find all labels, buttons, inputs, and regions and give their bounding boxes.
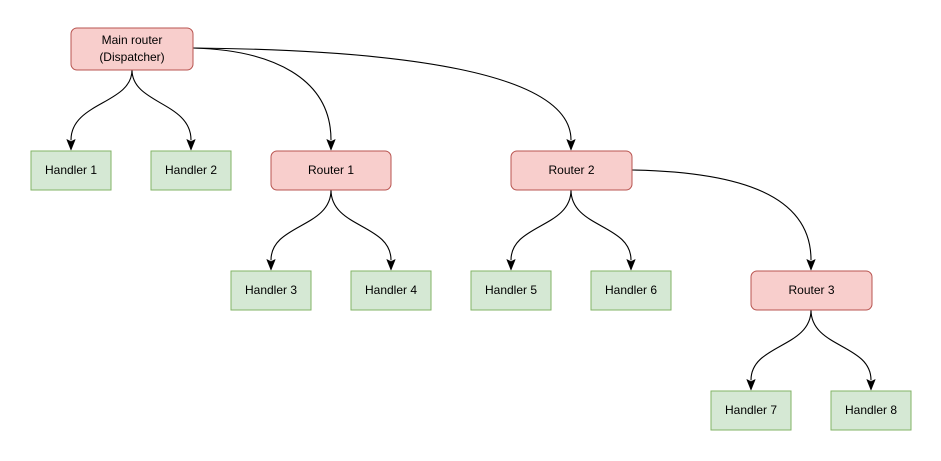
node-handler-5-label: Handler 5 — [485, 283, 537, 297]
node-router-3-label: Router 3 — [788, 283, 834, 297]
edge-main-to-router-2-line — [192, 47, 572, 141]
node-handler-4-label: Handler 4 — [365, 283, 417, 297]
node-handler-2[interactable]: Handler 2 — [150, 150, 232, 191]
node-router-1[interactable]: Router 1 — [270, 150, 392, 191]
edge-main-to-router-1-arrowhead — [326, 139, 336, 151]
edges-layer — [66, 47, 876, 391]
edge-main-to-router-1-line — [192, 47, 332, 141]
edge-router-1-to-handler-3-line — [270, 189, 332, 261]
node-handler-8-label: Handler 8 — [845, 403, 897, 417]
node-main-router-shape[interactable] — [70, 27, 194, 71]
edge-main-to-router-1 — [192, 47, 336, 151]
edge-main-to-router-2-arrowhead — [566, 139, 576, 151]
edge-router-1-to-handler-3 — [266, 189, 332, 271]
edge-router-2-to-handler-6 — [570, 189, 636, 271]
node-handler-3-label: Handler 3 — [245, 283, 297, 297]
node-handler-7-shape[interactable] — [710, 390, 792, 431]
node-main-router-label-line1: Main router — [102, 33, 163, 47]
edge-router-2-to-handler-6-arrowhead — [626, 259, 636, 271]
edge-main-to-router-2 — [192, 47, 576, 151]
node-handler-2-shape[interactable] — [150, 150, 232, 191]
edge-main-to-handler-2-line — [131, 69, 192, 141]
edge-router-3-to-handler-8 — [810, 309, 876, 391]
edge-router-2-to-handler-5-line — [510, 189, 572, 261]
edge-main-to-handler-2-arrowhead — [186, 139, 196, 151]
node-handler-1-label: Handler 1 — [45, 163, 97, 177]
node-handler-6-shape[interactable] — [590, 270, 672, 311]
node-router-3-shape[interactable] — [750, 270, 873, 311]
edge-router-2-to-handler-5-arrowhead — [506, 259, 516, 271]
node-handler-5[interactable]: Handler 5 — [470, 270, 552, 311]
edge-router-1-to-handler-3-arrowhead — [266, 259, 276, 271]
edge-router-3-to-handler-7 — [746, 309, 812, 391]
node-handler-5-shape[interactable] — [470, 270, 552, 311]
node-handler-3-shape[interactable] — [230, 270, 312, 311]
node-handler-1-shape[interactable] — [30, 150, 112, 191]
node-router-2-label: Router 2 — [548, 163, 594, 177]
edge-router-1-to-handler-4 — [330, 189, 396, 271]
edge-main-to-handler-1-line — [70, 69, 133, 141]
node-handler-1[interactable]: Handler 1 — [30, 150, 112, 191]
edge-main-to-handler-2 — [131, 69, 196, 151]
edge-router-3-to-handler-8-arrowhead — [866, 379, 876, 391]
edge-main-to-handler-1 — [66, 69, 133, 151]
node-router-1-shape[interactable] — [270, 150, 392, 191]
node-handler-7-label: Handler 7 — [725, 403, 777, 417]
edge-router-1-to-handler-4-line — [330, 189, 392, 261]
edge-router-2-to-router-3-arrowhead — [806, 259, 816, 271]
node-handler-7[interactable]: Handler 7 — [710, 390, 792, 431]
node-handler-3[interactable]: Handler 3 — [230, 270, 312, 311]
node-handler-4[interactable]: Handler 4 — [350, 270, 432, 311]
node-router-2[interactable]: Router 2 — [510, 150, 633, 191]
edge-router-3-to-handler-8-line — [810, 309, 872, 381]
node-handler-8[interactable]: Handler 8 — [830, 390, 912, 431]
node-router-1-label: Router 1 — [308, 163, 354, 177]
node-handler-6[interactable]: Handler 6 — [590, 270, 672, 311]
node-router-2-shape[interactable] — [510, 150, 633, 191]
node-handler-2-label: Handler 2 — [165, 163, 217, 177]
edge-main-to-handler-1-arrowhead — [66, 139, 76, 151]
edge-router-2-to-handler-6-line — [570, 189, 632, 261]
node-main-router-label-line2: (Dispatcher) — [99, 50, 164, 64]
edge-router-1-to-handler-4-arrowhead — [386, 259, 396, 271]
edge-router-2-to-handler-5 — [506, 189, 572, 271]
node-router-3[interactable]: Router 3 — [750, 270, 873, 311]
node-handler-8-shape[interactable] — [830, 390, 912, 431]
edge-router-2-to-router-3-line — [631, 169, 812, 261]
edge-router-2-to-router-3 — [631, 169, 816, 271]
edge-router-3-to-handler-7-arrowhead — [746, 379, 756, 391]
node-handler-6-label: Handler 6 — [605, 283, 657, 297]
nodes-layer: Main router (Dispatcher) Handler 1 Handler … — [30, 27, 912, 431]
edge-router-3-to-handler-7-line — [750, 309, 812, 381]
node-main-router[interactable]: Main router (Dispatcher) — [70, 27, 194, 71]
node-handler-4-shape[interactable] — [350, 270, 432, 311]
